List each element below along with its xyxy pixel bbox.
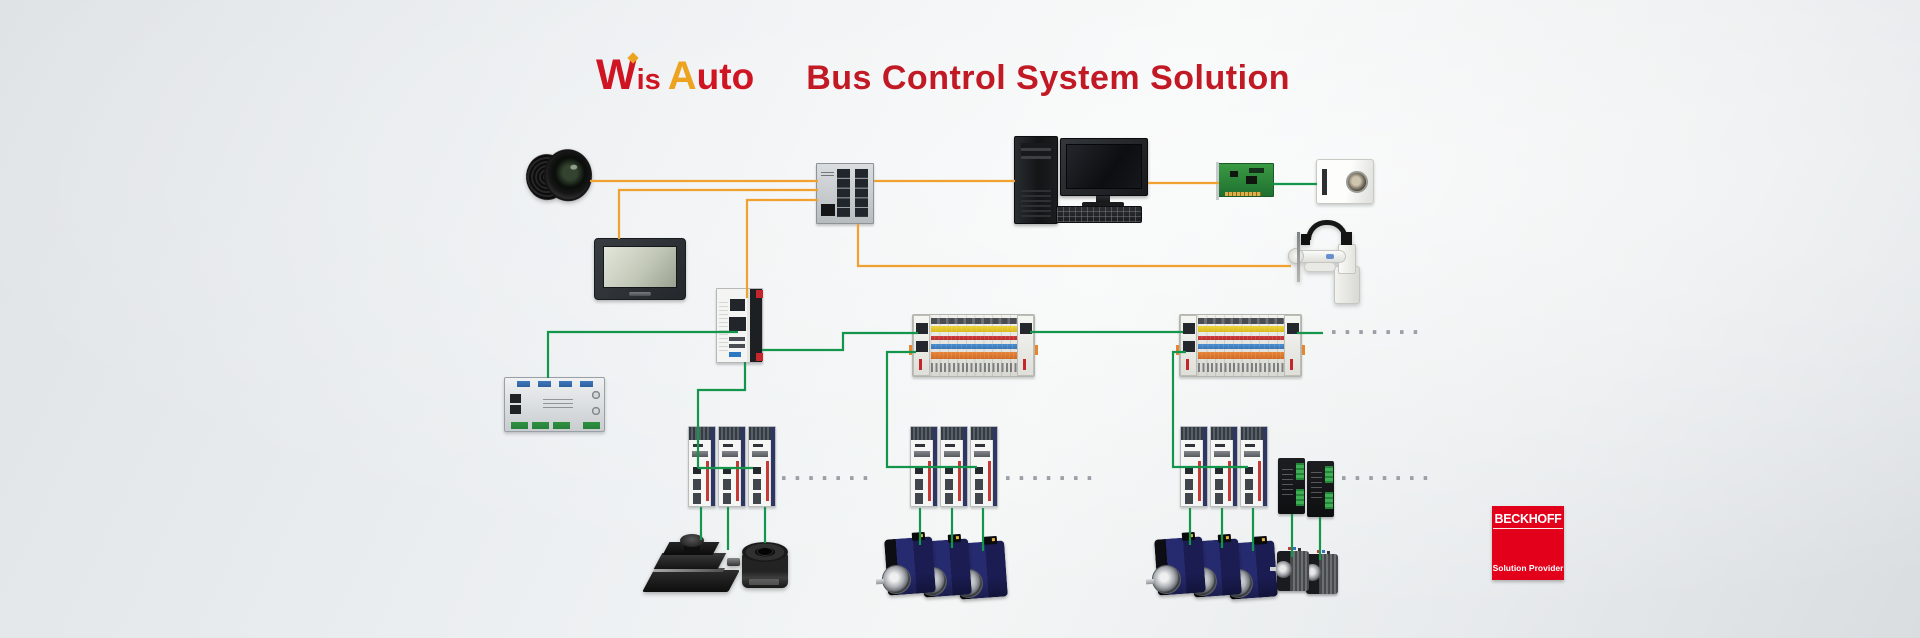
robot-logo-dot <box>1326 254 1334 259</box>
servo-drive <box>1240 426 1268 507</box>
robot-ballscrew <box>1297 232 1300 282</box>
header: W is A uto Bus Control System Solution <box>596 52 1291 98</box>
xy-positioning-stage <box>642 534 742 596</box>
motor-connector <box>947 533 962 543</box>
terminal-band-blue <box>931 344 1018 349</box>
pcb-gold-edge <box>1225 192 1261 196</box>
beckhoff-brand: BECKHOFF <box>1493 513 1563 529</box>
logo-letter-a: A <box>667 54 697 98</box>
stepper-motor <box>1270 547 1309 591</box>
tower-vents <box>1021 187 1051 217</box>
scara-robot <box>1288 220 1366 304</box>
motion-controller-board <box>504 377 605 432</box>
tower-drive-bays <box>1021 143 1051 159</box>
switch-label <box>821 170 834 176</box>
industrial-camera-stripe <box>1322 169 1327 195</box>
logo-letters-uto: uto <box>696 56 755 97</box>
beckhoff-solution-provider-badge: BECKHOFF Solution Provider <box>1492 506 1564 580</box>
din-tab <box>1302 345 1305 355</box>
pc-keyboard <box>1056 206 1142 223</box>
interface-card <box>1216 162 1274 200</box>
motor-wires <box>1317 550 1320 553</box>
robot-cable-block <box>1341 232 1352 245</box>
monitor-foot <box>1082 202 1124 207</box>
din-tab <box>1035 345 1038 355</box>
motor-connector <box>1181 531 1196 541</box>
motor-connector <box>983 535 998 545</box>
embedded-plc-controller <box>716 288 763 363</box>
terminal-band-blue <box>1198 344 1285 349</box>
stepper-driver <box>1307 461 1334 517</box>
terminal-band-red <box>931 336 1018 340</box>
robot-cable-block <box>1301 234 1310 245</box>
motor-connector <box>1217 533 1232 543</box>
bus-extension-right <box>1284 315 1301 376</box>
robot-forearm <box>1304 262 1336 272</box>
bus-coupler-left <box>1180 315 1197 376</box>
servo-motor <box>884 531 936 596</box>
terminal-label-row <box>931 318 1018 324</box>
page-title: Bus Control System Solution <box>806 59 1291 97</box>
servo-drive <box>748 426 776 507</box>
robot-cable-arc <box>1306 220 1348 240</box>
servo-drive <box>940 426 968 507</box>
servo-drive <box>910 426 938 507</box>
rotary-actuator <box>740 540 790 592</box>
pc-tower <box>1014 136 1058 224</box>
terminal-band-yellow <box>931 326 1018 332</box>
motor-wires <box>1288 547 1291 550</box>
ellipsis-more-drives: ······· <box>780 466 876 490</box>
industrial-ethernet-switch <box>816 163 874 224</box>
stage-micrometer <box>727 558 740 566</box>
beckhoff-subtitle: Solution Provider <box>1492 563 1564 573</box>
servo-drive <box>1180 426 1208 507</box>
terminal-band-orange <box>931 352 1018 359</box>
hmi-button-bar <box>629 292 651 296</box>
bus-coupler-left <box>913 315 930 376</box>
stage-mid-axis <box>653 553 727 569</box>
servo-drive <box>688 426 716 507</box>
motor-connector <box>1253 535 1268 545</box>
servo-motor <box>1154 531 1206 596</box>
logo-letters-is: is <box>636 64 661 96</box>
wisauto-logo: W is A uto <box>596 52 755 98</box>
pc-monitor <box>1060 138 1148 196</box>
hmi-touch-panel <box>594 238 686 300</box>
hmi-screen <box>603 246 677 288</box>
monitor-stand <box>1096 196 1110 203</box>
pcb-chips <box>1219 164 1273 196</box>
switch-power-connector <box>821 204 835 216</box>
din-tab <box>909 345 912 355</box>
bus-extension-right <box>1017 315 1034 376</box>
bus-terminal-station-1 <box>909 314 1038 377</box>
terminal-band-orange <box>1198 352 1285 359</box>
servo-drive <box>970 426 998 507</box>
monitor-screen <box>1066 144 1142 189</box>
terminal-band-yellow <box>1198 326 1285 332</box>
bus-terminal-station-2 <box>1176 314 1305 377</box>
industrial-camera-lens <box>1346 170 1368 193</box>
camera-lens <box>524 147 595 205</box>
rotary-label <box>749 579 779 585</box>
terminal-label-row <box>1198 318 1285 324</box>
ellipsis-more-drives: ······· <box>1004 466 1100 490</box>
motor-connector <box>911 531 926 541</box>
rotary-center-hole <box>757 547 773 556</box>
servo-drive <box>1210 426 1238 507</box>
industrial-camera <box>1316 159 1374 204</box>
stepper-motor <box>1299 550 1338 594</box>
ellipsis-more-terminals: ······· <box>1330 320 1426 344</box>
servo-drive <box>718 426 746 507</box>
terminal-contacts <box>1198 363 1285 372</box>
robot-joint <box>1288 248 1304 264</box>
stage-knob <box>680 534 704 547</box>
orange-bus-wires <box>590 179 1291 298</box>
terminal-contacts <box>931 363 1018 372</box>
stepper-driver <box>1278 458 1305 514</box>
rj45-port-grid <box>837 169 868 217</box>
stage-bottom-axis <box>642 570 740 592</box>
ellipsis-more-drivers: ······· <box>1340 466 1436 490</box>
din-tab <box>1176 345 1179 355</box>
terminal-band-red <box>1198 336 1285 340</box>
